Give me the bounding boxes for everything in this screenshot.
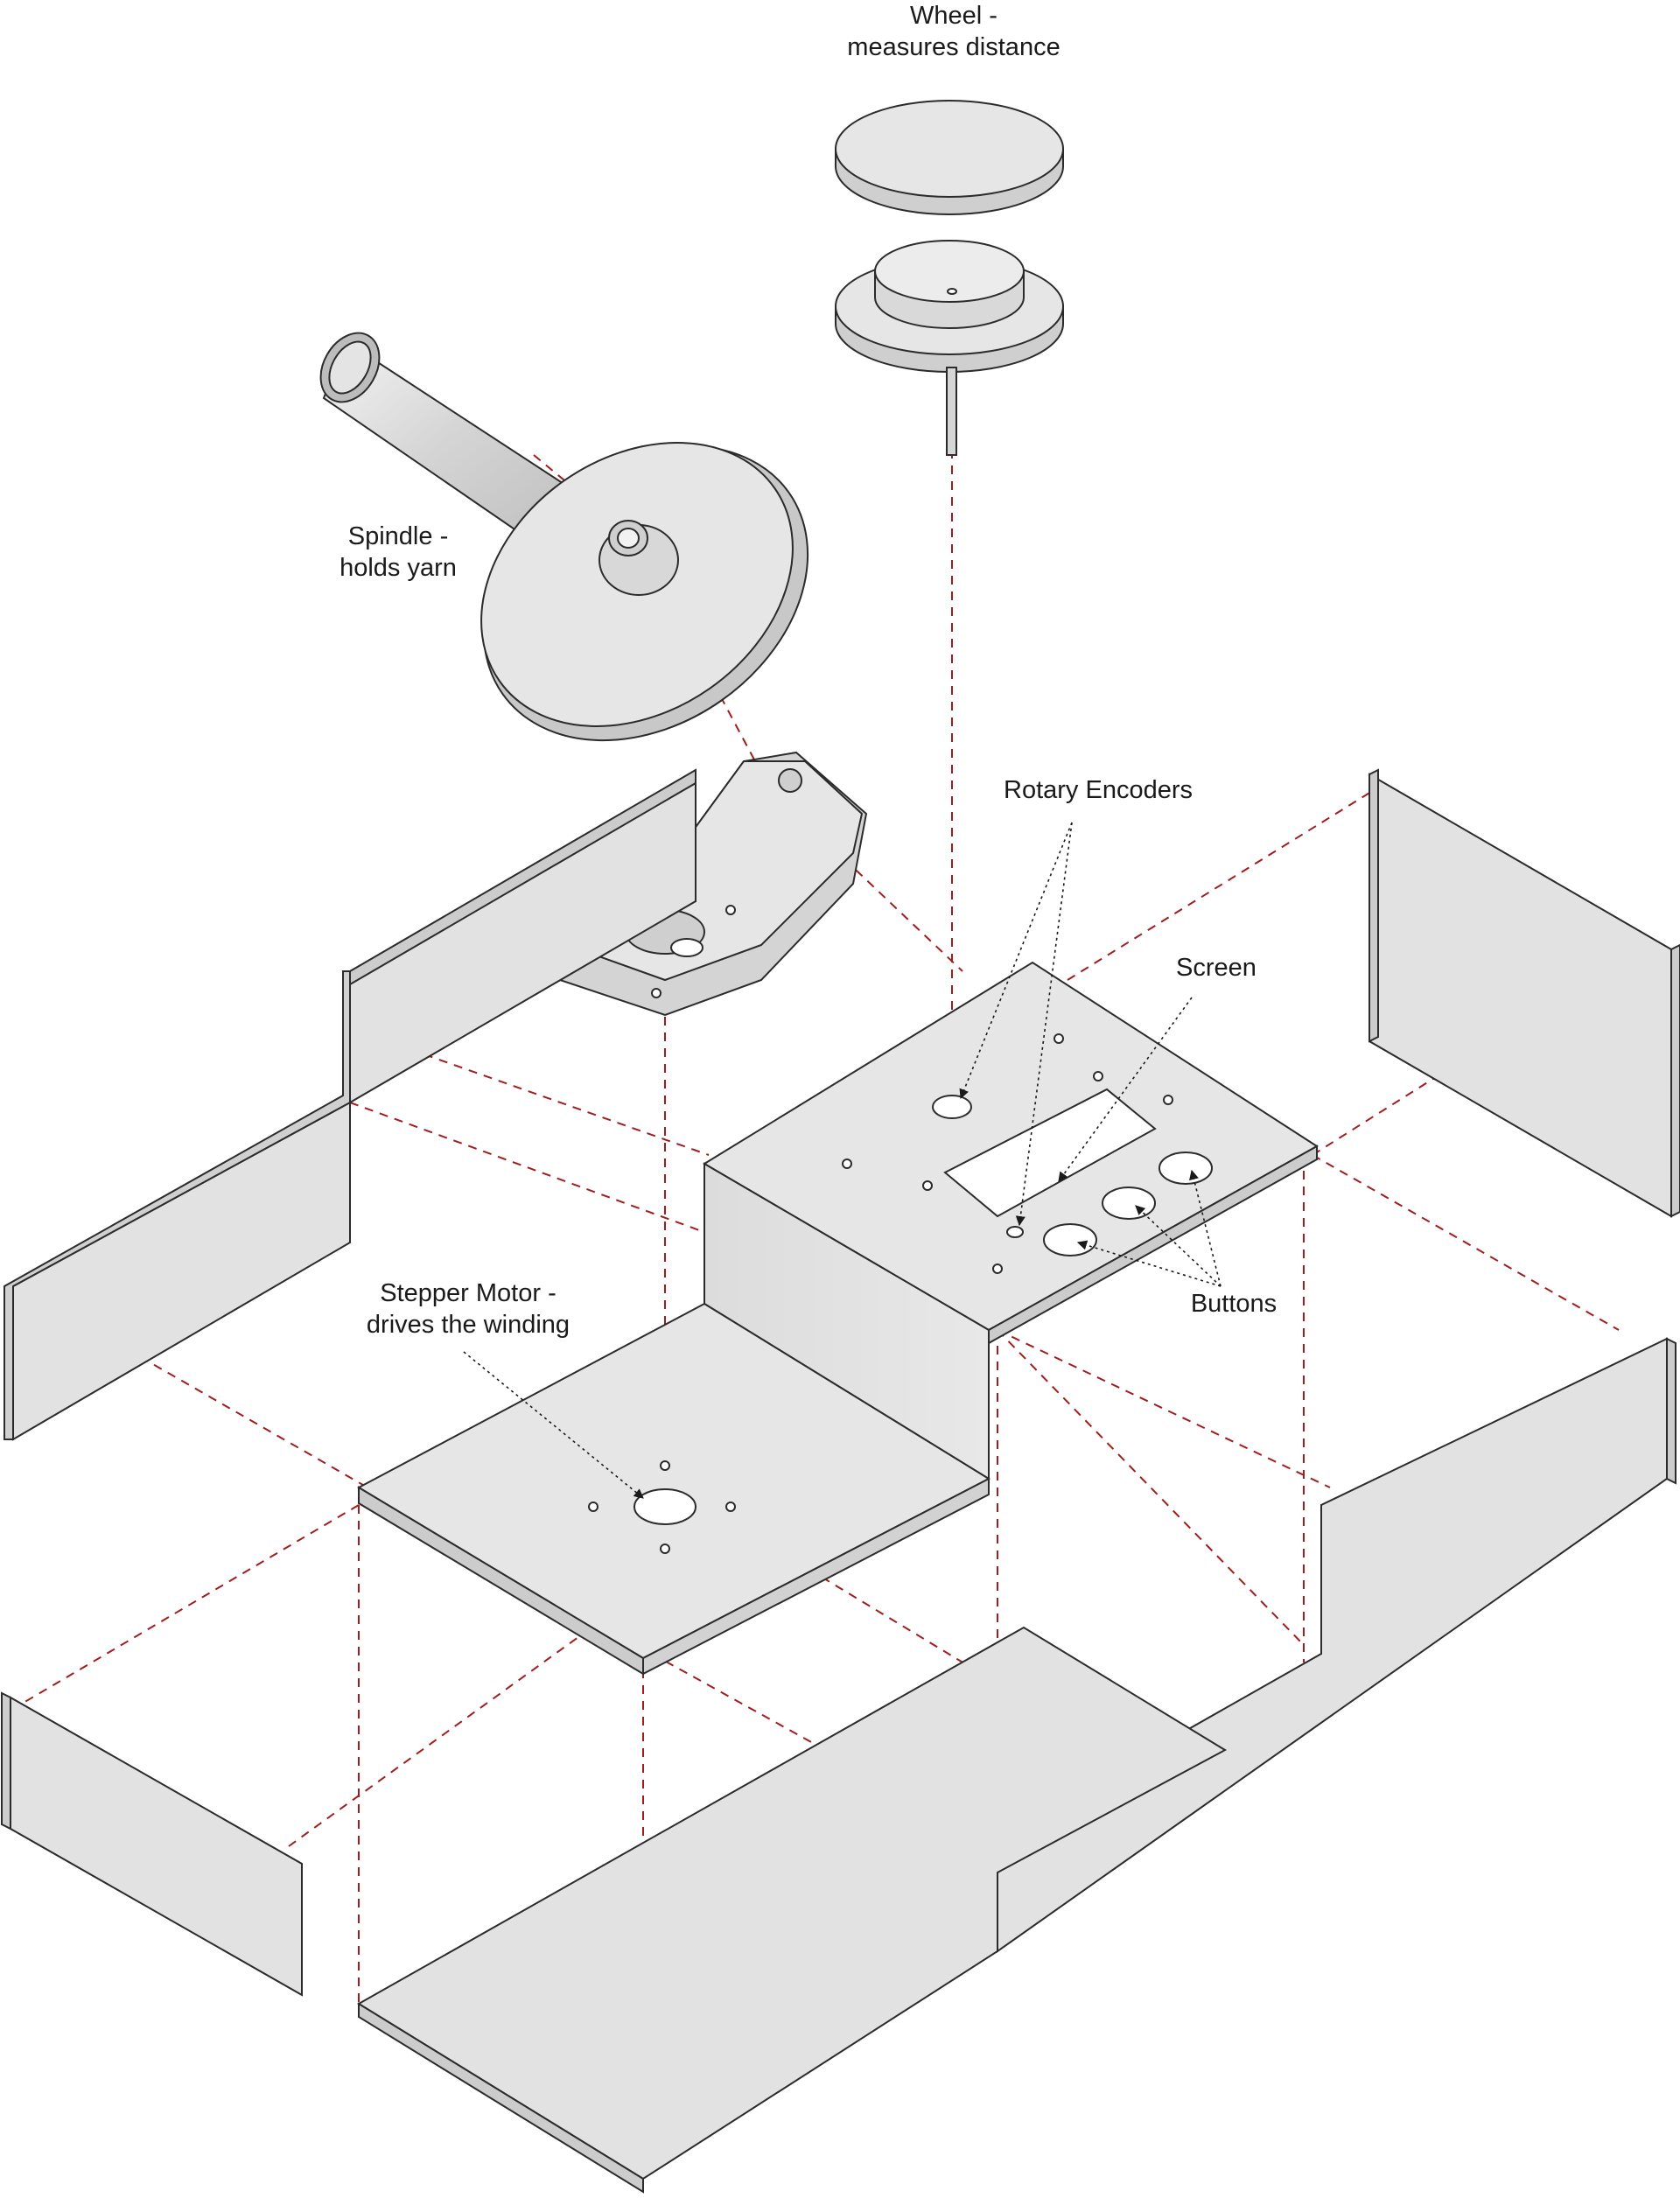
wheel-hub — [835, 240, 1064, 456]
stepper-motor-label: Stepper Motor - drives the winding — [337, 1278, 599, 1340]
screen-label: Screen — [1159, 952, 1273, 984]
top-control-panel — [703, 961, 1319, 1480]
spindle-label: Spindle - holds yarn — [298, 521, 499, 584]
front-end-wall — [1, 1691, 303, 1997]
right-side-wall-upper — [1368, 768, 1680, 1218]
spindle-label-line1: Spindle - — [347, 522, 449, 550]
rotary-encoders-label: Rotary Encoders — [989, 774, 1208, 806]
callout-leader-lines — [463, 822, 1222, 1499]
wheel-label-line2: measures distance — [847, 33, 1060, 61]
spindle-base-disc — [480, 442, 809, 742]
spindle — [319, 332, 575, 544]
rotary-encoders-label-text: Rotary Encoders — [1004, 776, 1193, 804]
wheel-label-line1: Wheel - — [910, 2, 998, 30]
spindle-label-line2: holds yarn — [340, 554, 457, 582]
motor-plate — [356, 1302, 991, 1676]
wheel-label: Wheel - measures distance — [822, 0, 1085, 63]
screen-label-text: Screen — [1176, 954, 1256, 982]
stepper-motor-label-line2: drives the winding — [366, 1311, 570, 1339]
bottom-base-panel — [357, 1626, 1228, 2194]
buttons-label: Buttons — [1168, 1288, 1299, 1320]
right-side-wall-lower — [979, 1337, 1676, 1962]
left-side-wall-upper — [4, 768, 696, 1441]
wheel-top-disc — [835, 100, 1064, 215]
buttons-label-text: Buttons — [1190, 1290, 1278, 1318]
stepper-motor-label-line1: Stepper Motor - — [380, 1279, 556, 1307]
